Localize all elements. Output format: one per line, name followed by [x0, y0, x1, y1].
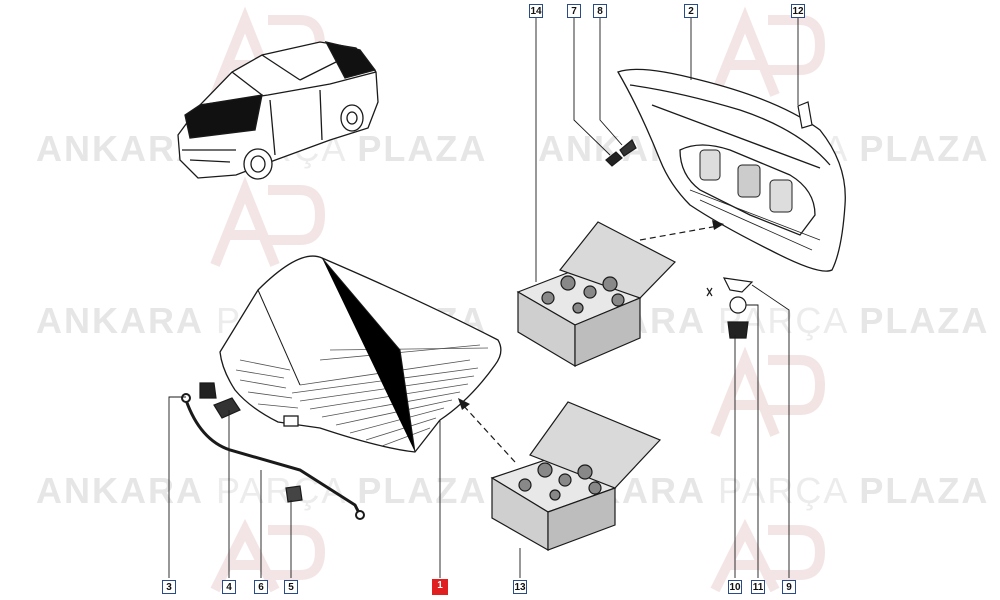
callout-6[interactable]: 6: [254, 580, 268, 594]
callout-9[interactable]: 9: [782, 580, 796, 594]
small-parts: [199, 382, 303, 503]
tailgate-panel: [617, 68, 846, 272]
callout-10[interactable]: 10: [728, 580, 742, 594]
callout-13[interactable]: 13: [513, 580, 527, 594]
bonnet-stay-rod: [181, 393, 365, 520]
callout-8[interactable]: 8: [593, 4, 607, 18]
callout-4[interactable]: 4: [222, 580, 236, 594]
callout-5[interactable]: 5: [284, 580, 298, 594]
parts-box-14: [516, 221, 676, 368]
arrow-heads: [458, 220, 724, 410]
leader-lines: [168, 18, 799, 578]
callout-3[interactable]: 3: [162, 580, 176, 594]
callout-2[interactable]: 2: [684, 4, 698, 18]
fasteners: [605, 101, 813, 339]
callout-7[interactable]: 7: [567, 4, 581, 18]
car-illustration: [177, 41, 379, 180]
callout-12[interactable]: 12: [791, 4, 805, 18]
callout-11[interactable]: 11: [751, 580, 765, 594]
callout-1[interactable]: 1: [432, 579, 448, 595]
parts-box-13: [490, 401, 662, 552]
bonnet-panel: [219, 255, 502, 453]
dashed-arrows: [461, 225, 719, 463]
logo-watermark: [210, 6, 826, 593]
callout-14[interactable]: 14: [529, 4, 543, 18]
